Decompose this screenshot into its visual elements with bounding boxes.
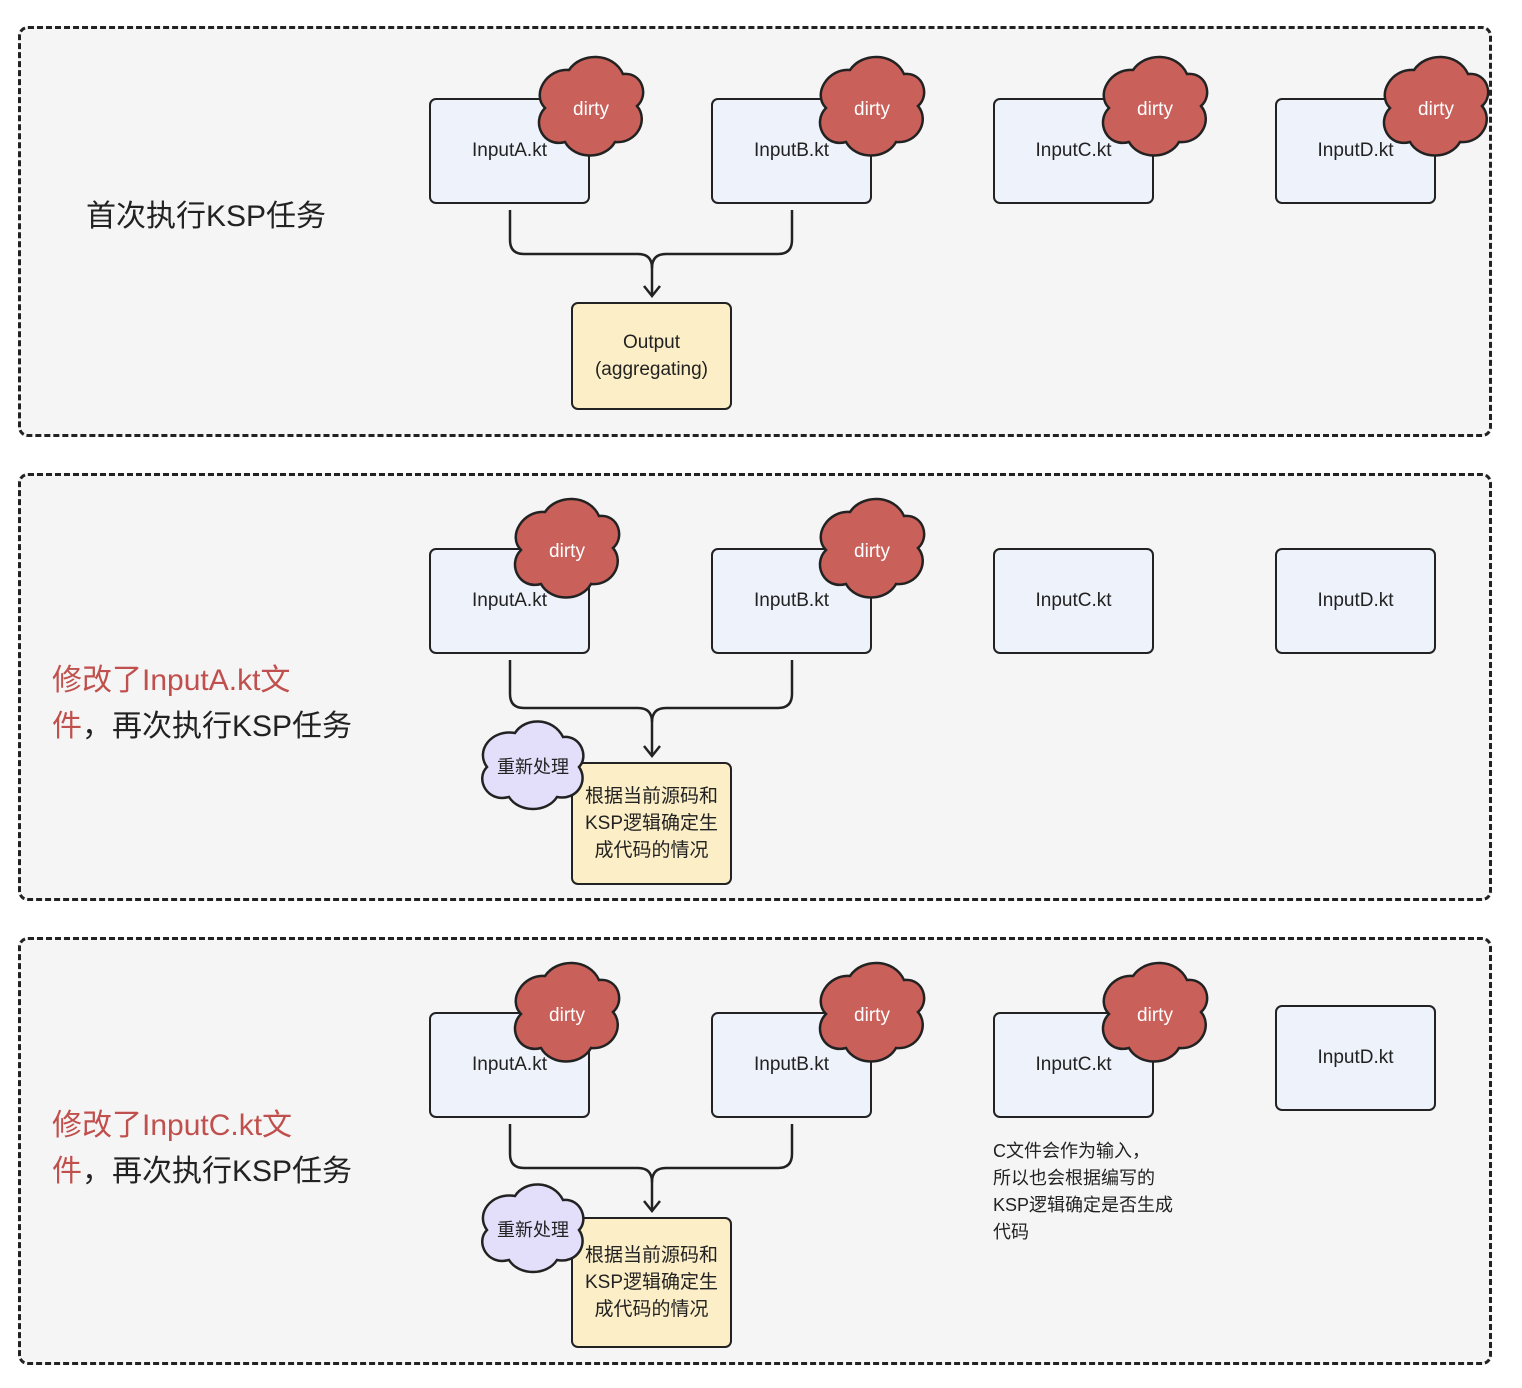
dirty-cloud: dirty (1101, 961, 1209, 1063)
dirty-label: dirty (549, 1005, 585, 1026)
arrow-head (643, 1200, 661, 1214)
dirty-label: dirty (549, 541, 585, 562)
connector-line (650, 210, 794, 269)
connector-line (508, 1124, 654, 1211)
connector-line (508, 210, 654, 296)
dirty-cloud: dirty (1382, 55, 1490, 157)
dirty-label: dirty (854, 99, 890, 120)
output-line: Output (622, 332, 681, 353)
file-input-a: InputA.kt (429, 98, 590, 204)
output-box: 根据当前源码和 KSP逻辑确定生 成代码的情况 (571, 762, 732, 885)
title-red: 件 (52, 1155, 82, 1188)
note-line: KSP逻辑确定是否生成 (993, 1195, 1174, 1215)
title-red: 修改了InputA.kt文 (52, 664, 291, 697)
dirty-label: dirty (854, 1005, 890, 1026)
file-label: InputC.kt (1035, 140, 1112, 161)
dirty-cloud: dirty (1101, 55, 1209, 157)
reprocess-label: 重新处理 (497, 1220, 569, 1240)
output-line: KSP逻辑确定生 (584, 1272, 719, 1293)
section-3-title: 修改了InputC.kt文 件，再次执行KSP任务 (52, 1103, 352, 1195)
file-label: InputB.kt (754, 590, 829, 611)
output-line: 成代码的情况 (594, 1299, 709, 1320)
note-line: 所以也会根据编写的 (993, 1168, 1155, 1188)
title-red: 修改了InputC.kt文 (52, 1109, 293, 1142)
section-1-panel (18, 26, 1492, 437)
output-line: 成代码的情况 (594, 840, 709, 861)
title-plain: ，再次执行KSP任务 (82, 710, 353, 743)
section-3-panel (18, 937, 1492, 1365)
file-label: InputD.kt (1317, 1047, 1394, 1068)
section-2-title: 修改了InputA.kt文 件，再次执行KSP任务 (52, 658, 352, 750)
reprocess-cloud: 重新处理 (481, 720, 585, 811)
dirty-label: dirty (1137, 1005, 1173, 1026)
connector-line (650, 660, 794, 723)
output-line: 根据当前源码和 (584, 1245, 718, 1266)
output-line: (aggregating) (594, 359, 709, 380)
file-label: InputD.kt (1317, 590, 1394, 611)
file-input-c: InputC.kt (993, 548, 1154, 654)
note-line: C文件会作为输入， (993, 1141, 1150, 1161)
connector-group (508, 210, 794, 299)
dirty-cloud: dirty (513, 497, 621, 599)
reprocess-cloud: 重新处理 (481, 1183, 585, 1274)
file-label: InputD.kt (1317, 140, 1394, 161)
file-label: InputB.kt (754, 1054, 829, 1075)
file-label: InputB.kt (754, 140, 829, 161)
file-input-d: InputD.kt (1275, 1005, 1436, 1111)
dirty-cloud: dirty (537, 55, 645, 157)
connector-group (508, 1124, 794, 1214)
dirty-cloud: dirty (818, 55, 926, 157)
dirty-label: dirty (1137, 99, 1173, 120)
dirty-cloud: dirty (513, 961, 621, 1063)
section-1-title: 首次执行KSP任务 (86, 200, 327, 233)
dirty-label: dirty (573, 99, 609, 120)
section-2-panel (18, 473, 1492, 901)
note-line: 代码 (993, 1222, 1029, 1242)
dirty-label: dirty (1418, 99, 1454, 120)
file-label: InputC.kt (1035, 590, 1112, 611)
connector-line (650, 1124, 794, 1183)
file-label: InputC.kt (1035, 1054, 1112, 1075)
arrow-head (643, 745, 661, 759)
title-red: 件 (52, 710, 82, 743)
output-line: KSP逻辑确定生 (584, 813, 719, 834)
dirty-cloud: dirty (818, 961, 926, 1063)
dirty-label: dirty (854, 541, 890, 562)
arrow-head (643, 285, 661, 299)
output-box: 根据当前源码和 KSP逻辑确定生 成代码的情况 (571, 1217, 732, 1348)
reprocess-label: 重新处理 (497, 757, 569, 777)
file-label: InputA.kt (472, 590, 547, 611)
output-box: Output (aggregating) (571, 302, 732, 410)
file-label: InputA.kt (472, 140, 547, 161)
output-line: 根据当前源码和 (584, 786, 718, 807)
title-plain: ，再次执行KSP任务 (82, 1155, 353, 1188)
file-label: InputA.kt (472, 1054, 547, 1075)
input-c-note: C文件会作为输入， 所以也会根据编写的 KSP逻辑确定是否生成 代码 (993, 1138, 1193, 1246)
connector-group (508, 660, 794, 759)
connector-line (508, 660, 654, 756)
dirty-cloud: dirty (818, 497, 926, 599)
file-input-d: InputD.kt (1275, 548, 1436, 654)
